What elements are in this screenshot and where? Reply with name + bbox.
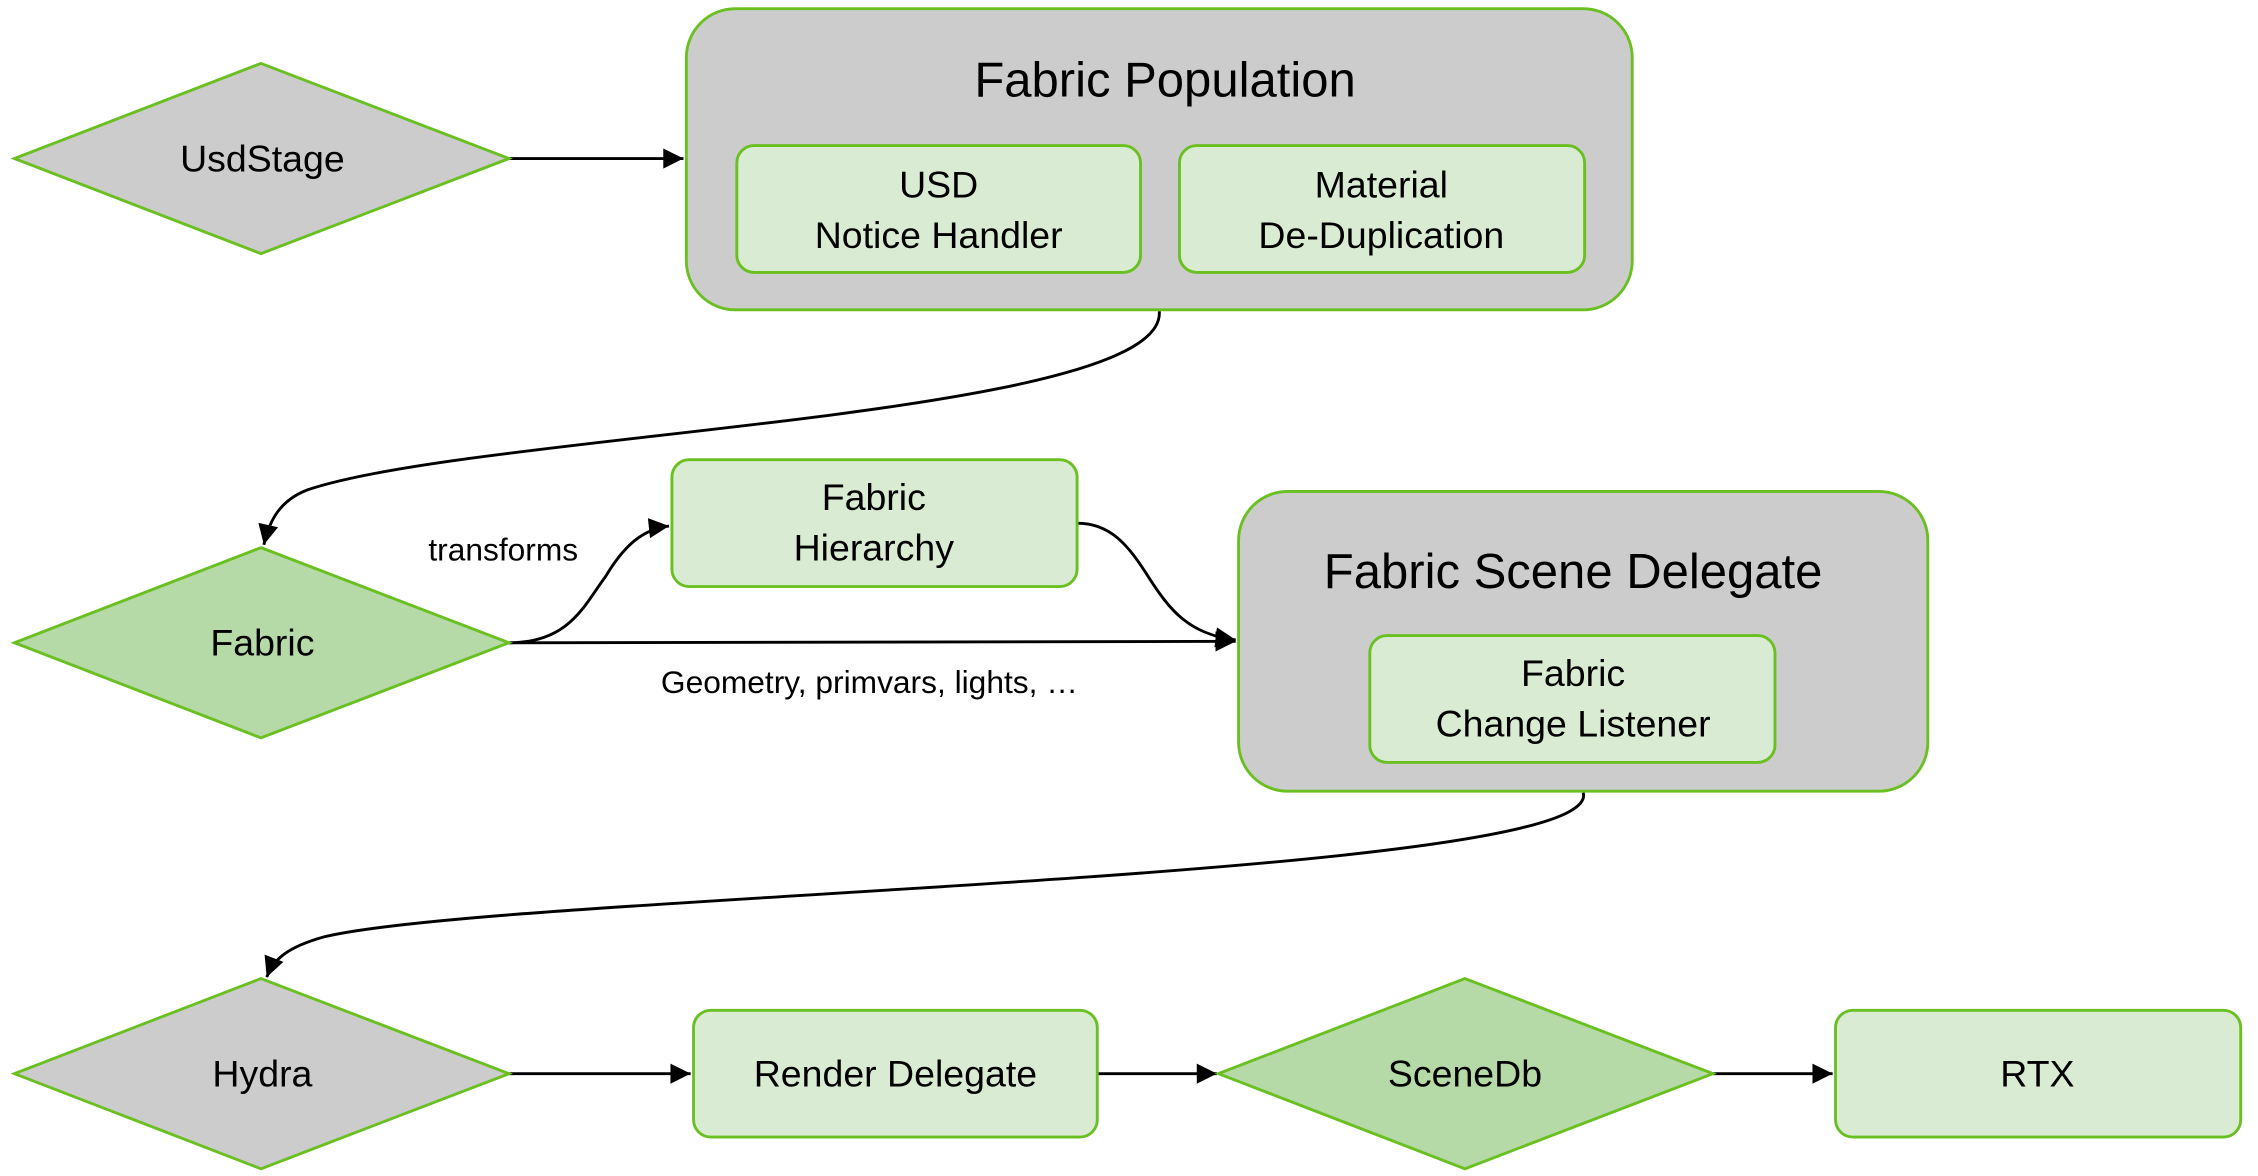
node-render-delegate: Render Delegate: [692, 1008, 1099, 1139]
node-fabric-hierarchy: Fabric Hierarchy: [670, 458, 1079, 588]
render-delegate-box: [692, 1008, 1099, 1139]
fabric-diamond: [10, 546, 514, 740]
edges: [258, 148, 1833, 1084]
usdstage-label: UsdStage: [180, 138, 345, 180]
usd-notice-handler-line1: USD: [899, 163, 978, 205]
material-deduplication-line1: Material: [1315, 163, 1448, 205]
fabric-hierarchy-line1: Fabric: [822, 476, 926, 518]
node-usdstage: UsdStage: [10, 61, 514, 256]
fabric-hierarchy-line2: Hierarchy: [794, 527, 955, 569]
scenedb-diamond: [1214, 977, 1717, 1171]
material-deduplication-line2: De-Duplication: [1258, 214, 1504, 256]
node-fabric-population: Fabric Population USD Notice Handler Mat…: [684, 7, 1634, 312]
node-rtx: RTX: [1834, 1008, 2243, 1139]
fabric-hierarchy-box: [670, 458, 1079, 588]
edge-fabric-hierarchy-to-fabric-scene-delegate: [1077, 521, 1236, 648]
node-fabric: Fabric: [10, 546, 514, 740]
hydra-label: Hydra: [212, 1053, 312, 1095]
render-delegate-label: Render Delegate: [754, 1053, 1037, 1095]
fabric-scene-delegate-title: Fabric Scene Delegate: [1324, 545, 1823, 599]
usd-notice-handler-line2: Notice Handler: [815, 214, 1063, 256]
usd-notice-handler-box: [735, 144, 1142, 274]
fabric-change-listener-line1: Fabric: [1521, 652, 1625, 694]
edge-label-transforms: transforms: [428, 532, 578, 568]
node-usd-notice-handler: USD Notice Handler: [735, 144, 1142, 274]
usdstage-diamond: [10, 61, 514, 256]
edge-fabric-population-to-fabric: [258, 311, 1161, 546]
fabric-population-title: Fabric Population: [974, 54, 1355, 108]
fabric-label: Fabric: [210, 622, 314, 664]
rtx-box: [1834, 1008, 2243, 1139]
node-fabric-change-listener: Fabric Change Listener: [1368, 634, 1777, 764]
rtx-label: RTX: [2000, 1053, 2074, 1095]
edge-label-geometry: Geometry, primvars, lights, …: [661, 664, 1078, 700]
node-scenedb: SceneDb: [1214, 977, 1717, 1171]
node-material-deduplication: Material De-Duplication: [1178, 144, 1587, 274]
fabric-change-listener-box: [1368, 634, 1777, 764]
scenedb-label: SceneDb: [1388, 1053, 1542, 1095]
hydra-diamond: [10, 977, 514, 1171]
edge-fabric-to-fabric-scene-delegate: [508, 631, 1236, 652]
edge-fabric-scene-delegate-to-hydra: [264, 792, 1585, 978]
node-hydra: Hydra: [10, 977, 514, 1171]
fabric-change-listener-line2: Change Listener: [1436, 702, 1711, 744]
edge-fabric-to-fabric-hierarchy: [508, 518, 670, 645]
node-fabric-scene-delegate: Fabric Scene Delegate Fabric Change List…: [1237, 490, 1930, 793]
material-deduplication-box: [1178, 144, 1587, 274]
